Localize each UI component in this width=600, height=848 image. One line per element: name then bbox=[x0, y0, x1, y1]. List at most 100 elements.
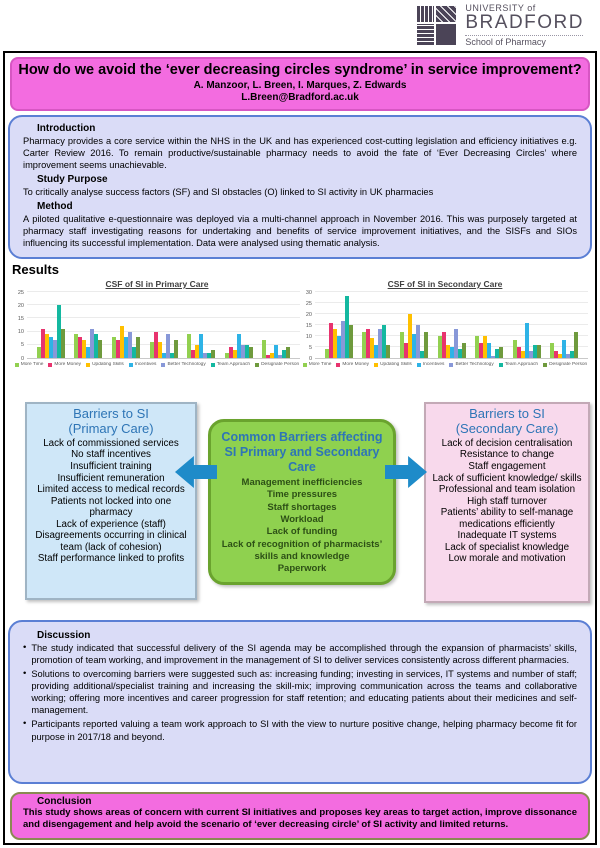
barrier-item: Lack of commissioned services bbox=[43, 437, 179, 449]
bar-more-money bbox=[266, 355, 271, 358]
poster-frame bbox=[3, 51, 597, 845]
bar-more-money bbox=[328, 323, 333, 358]
barrier-item: Lack of specialist knowledge bbox=[444, 541, 570, 553]
barriers-secondary-title-line2: (Secondary Care) bbox=[455, 420, 559, 436]
barrier-item: Lack of funding bbox=[266, 526, 338, 538]
legend-swatch bbox=[416, 362, 421, 367]
bar-better-technology bbox=[127, 332, 132, 358]
legend-label: Designate Person bbox=[549, 362, 588, 367]
legend-swatch bbox=[449, 362, 454, 367]
barrier-item: Inadequate IT systems bbox=[457, 530, 557, 542]
y-axis-tick: 20 bbox=[17, 302, 24, 309]
bar-incentives bbox=[274, 345, 279, 358]
university-logo-text: UNIVERSITY of BRADFORD School of Pharmac… bbox=[465, 3, 584, 48]
barrier-item: Insufficient training bbox=[70, 460, 152, 472]
barrier-item: Staff performance linked to profits bbox=[37, 553, 185, 565]
barrier-item: Management inefficiencies bbox=[241, 477, 363, 488]
bar-incentives bbox=[336, 336, 341, 358]
bar-better-technology bbox=[165, 334, 170, 358]
discussion-heading: Discussion bbox=[37, 630, 91, 641]
bar-group bbox=[550, 332, 579, 358]
bar-more-money bbox=[153, 332, 158, 358]
bar-more-time bbox=[550, 343, 555, 358]
university-name-large: BRADFORD bbox=[465, 12, 584, 34]
method-text: A piloted qualitative e-questionnaire wa… bbox=[23, 214, 577, 249]
legend-label: Better Technology bbox=[167, 362, 206, 367]
bar-incentives bbox=[123, 337, 128, 358]
logo-square bbox=[417, 6, 435, 22]
legend-label: More Time bbox=[308, 362, 332, 367]
barrier-item: Low morale and motivation bbox=[448, 553, 566, 565]
legend-label: More Money bbox=[54, 362, 82, 367]
contact-email[interactable]: L.Breen@Bradford.ac.uk bbox=[241, 92, 359, 103]
bullet-icon: • bbox=[23, 718, 27, 730]
bar-better-technology bbox=[491, 356, 496, 358]
bar-updating-skills bbox=[44, 334, 49, 358]
legend-label: Updating Skills bbox=[380, 362, 412, 367]
legend-label: Designate Person bbox=[261, 362, 300, 367]
bar-designate-person bbox=[248, 347, 253, 358]
bar-better-technology bbox=[52, 340, 57, 358]
bar-updating-skills bbox=[332, 329, 337, 358]
gridline bbox=[315, 335, 588, 336]
legend-item: Better Technology bbox=[161, 362, 206, 367]
bar-more-time bbox=[362, 332, 367, 358]
bar-updating-skills bbox=[270, 353, 275, 358]
bar-designate-person bbox=[423, 332, 428, 358]
y-axis-tick: 10 bbox=[305, 333, 312, 340]
bar-team-approach bbox=[344, 296, 349, 358]
bar-team-approach bbox=[382, 325, 387, 358]
bar-group bbox=[149, 332, 178, 358]
bar-better-technology bbox=[90, 329, 95, 358]
legend-swatch bbox=[210, 362, 215, 367]
gridline bbox=[315, 302, 588, 303]
bar-team-approach bbox=[56, 305, 61, 358]
barrier-item: No staff incentives bbox=[71, 449, 151, 461]
bar-better-technology bbox=[415, 325, 420, 358]
legend-swatch bbox=[86, 362, 91, 367]
barriers-primary-title: Barriers to SI (Primary Care) bbox=[29, 406, 193, 437]
bar-team-approach bbox=[419, 351, 424, 358]
logo-square bbox=[417, 24, 435, 45]
bar-group bbox=[224, 334, 253, 358]
bar-team-approach bbox=[94, 334, 99, 358]
bar-team-approach bbox=[207, 353, 212, 358]
bar-more-money bbox=[403, 343, 408, 358]
gridline bbox=[27, 291, 300, 292]
bar-incentives bbox=[161, 353, 166, 358]
barrier-item: Lack of sufficient knowledge/ skills bbox=[432, 472, 582, 484]
legend-swatch bbox=[302, 362, 307, 367]
legend-item: Updating Skills bbox=[374, 362, 412, 367]
legend-swatch bbox=[374, 362, 379, 367]
bar-more-time bbox=[475, 336, 480, 358]
bar-team-approach bbox=[244, 345, 249, 358]
legend-label: Incentives bbox=[134, 362, 157, 367]
bar-group bbox=[362, 325, 391, 358]
bar-designate-person bbox=[286, 347, 291, 358]
legend-label: Better Technology bbox=[455, 362, 494, 367]
bar-updating-skills bbox=[119, 326, 124, 358]
bar-more-time bbox=[149, 342, 154, 358]
y-axis-tick: 15 bbox=[17, 315, 24, 322]
y-axis-tick: 0 bbox=[20, 355, 24, 362]
bar-incentives bbox=[562, 340, 567, 358]
logo-square bbox=[436, 6, 457, 22]
bar-updating-skills bbox=[483, 336, 488, 358]
legend-item: More Money bbox=[48, 362, 81, 367]
bar-group bbox=[475, 336, 504, 358]
bullet-text: The study indicated that successful deli… bbox=[31, 643, 577, 666]
legend-label: Updating Skills bbox=[92, 362, 124, 367]
bar-designate-person bbox=[386, 345, 391, 358]
poster-title: How do we avoid the ‘ever decreasing cir… bbox=[18, 62, 582, 78]
bar-more-money bbox=[366, 329, 371, 358]
bullet-icon: • bbox=[23, 668, 27, 680]
bar-designate-person bbox=[60, 329, 65, 358]
authors: A. Manzoor, L. Breen, I. Marques, Z. Edw… bbox=[193, 80, 407, 91]
legend-item: More Money bbox=[336, 362, 369, 367]
plot-area bbox=[27, 291, 300, 359]
bar-team-approach bbox=[495, 349, 500, 358]
bar-team-approach bbox=[169, 353, 174, 358]
